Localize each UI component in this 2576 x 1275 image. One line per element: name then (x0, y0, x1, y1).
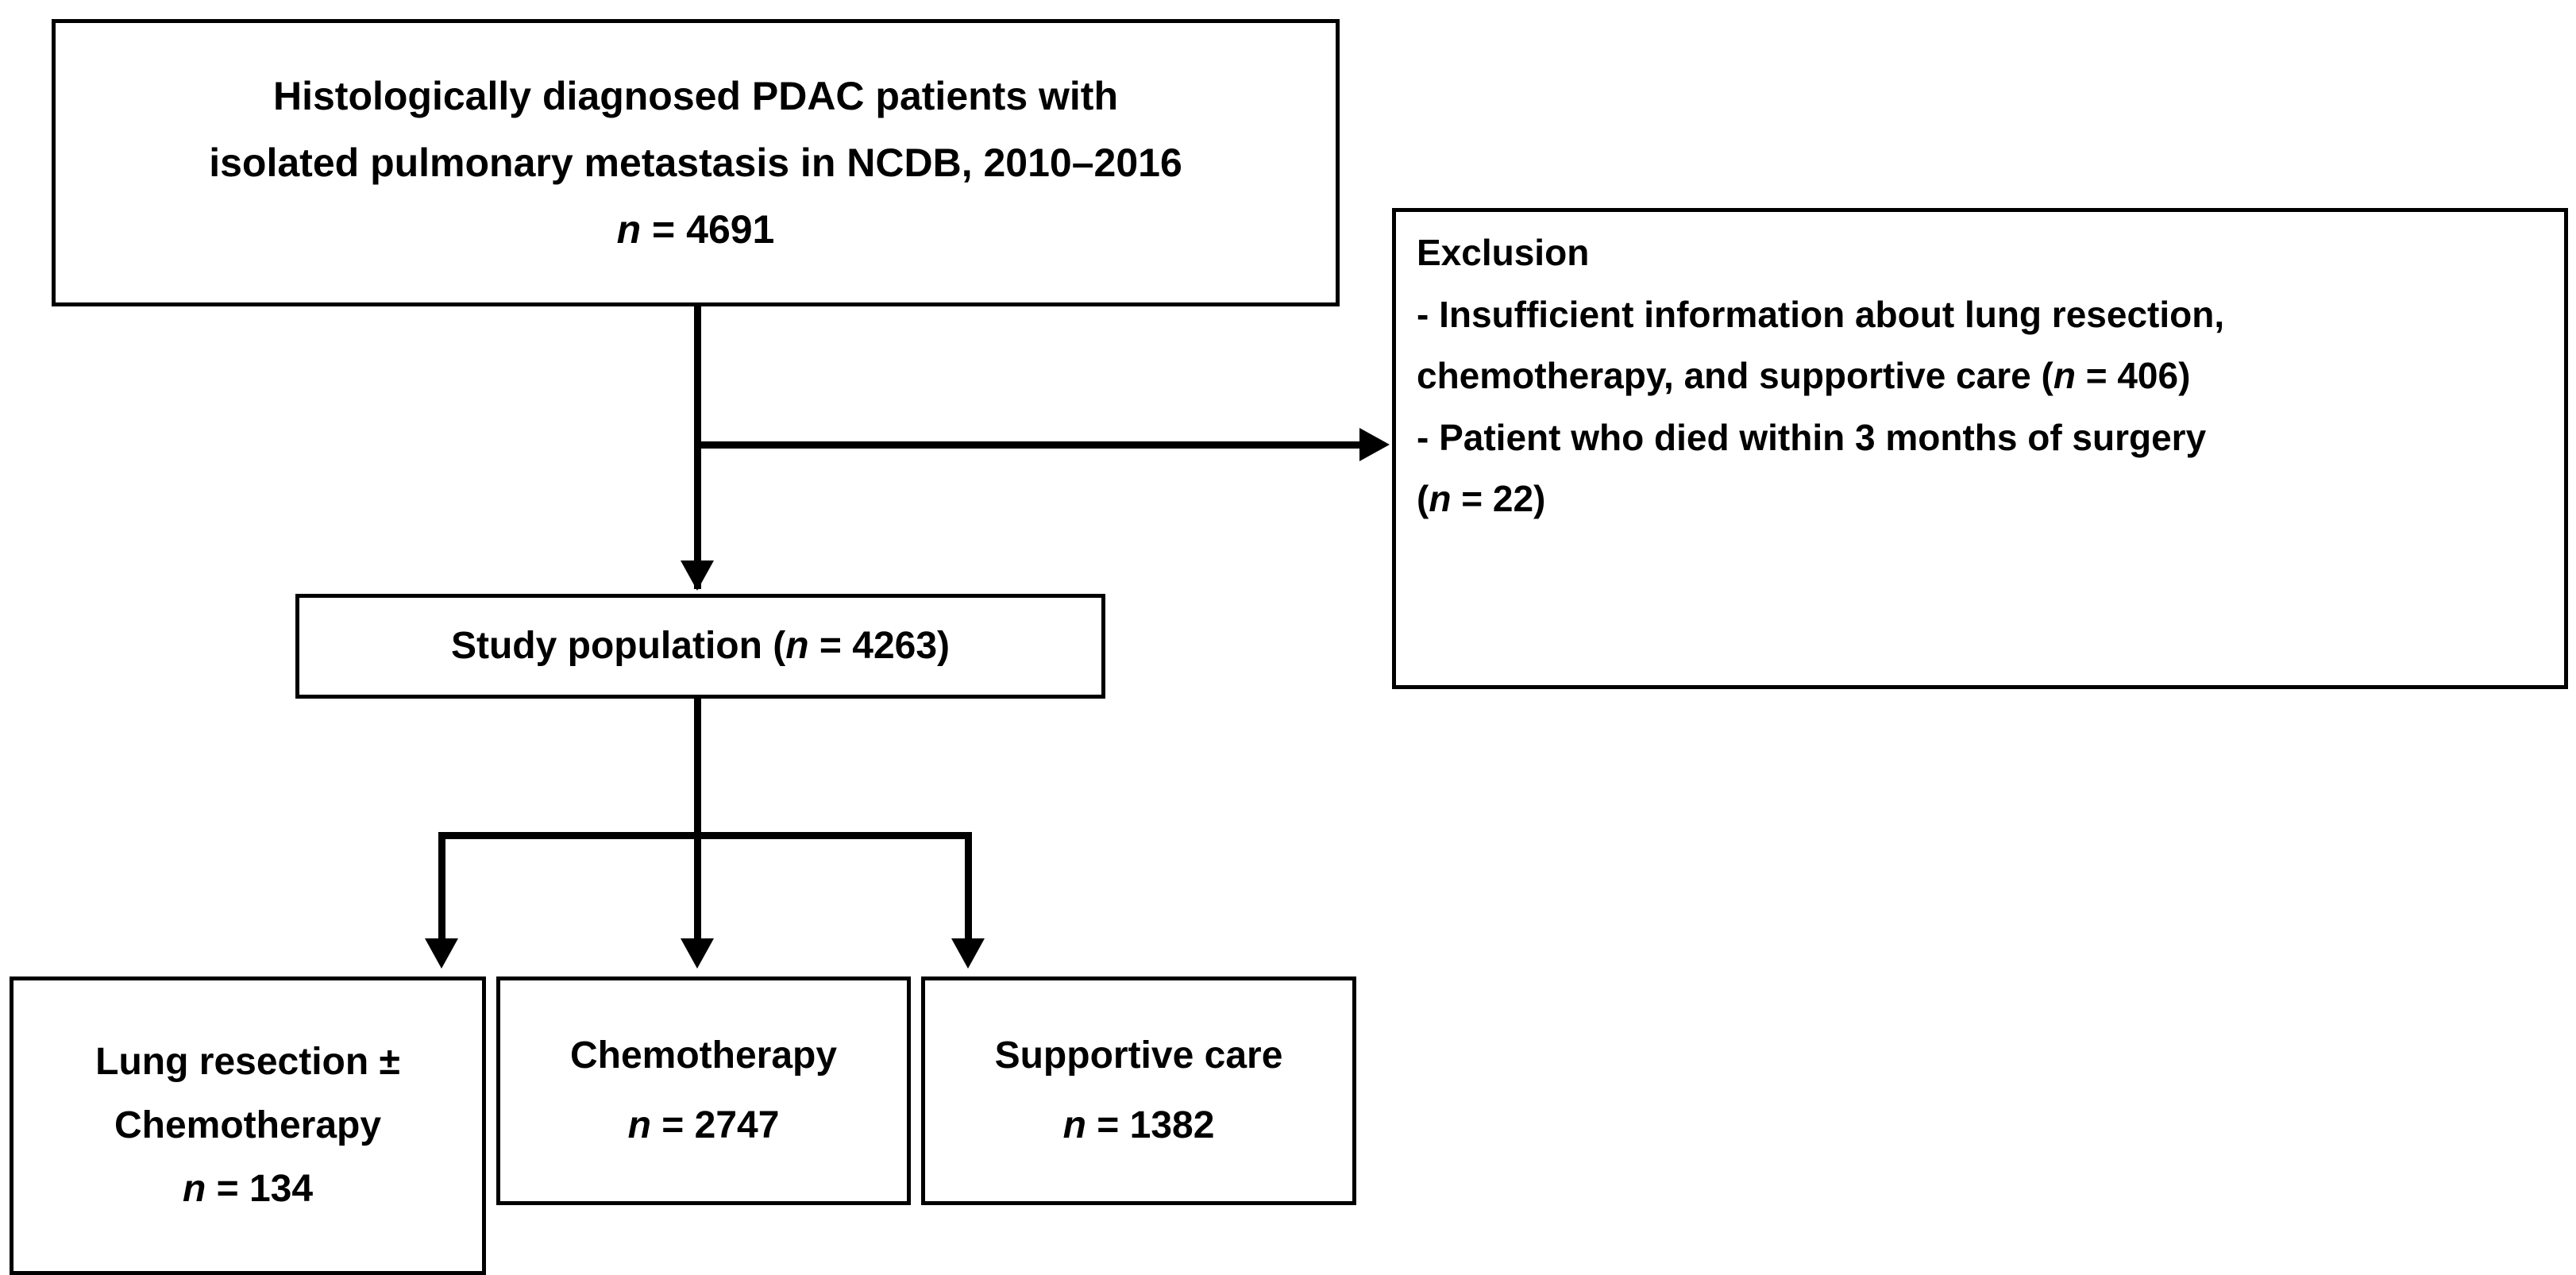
arrowhead-down-to-lung-resection (425, 938, 458, 969)
supportive-care-line-1: Supportive care (994, 1034, 1283, 1077)
study-population-text: Study population ( (450, 625, 786, 667)
lung-resection-box: Lung resection ± Chemotherapy n = 134 (10, 976, 486, 1275)
arrowhead-down-to-study (681, 560, 714, 591)
connector-to-lung-resection (438, 832, 445, 945)
chemotherapy-n-symbol: n (627, 1104, 651, 1146)
chemotherapy-box: Chemotherapy n = 2747 (496, 976, 911, 1205)
supportive-care-count: n = 1382 (925, 1107, 1352, 1145)
lung-resection-n-value: = 134 (206, 1168, 314, 1210)
connector-to-chemotherapy (694, 832, 701, 945)
exclusion-heading: Exclusion (1417, 232, 1590, 273)
cohort-line-2: isolated pulmonary metastasis in NCDB, 2… (209, 141, 1182, 185)
exclusion-item-2-line-1: - Patient who died within 3 months of su… (1417, 416, 2207, 458)
connector-to-supportive-care (965, 832, 972, 945)
exclusion-box: Exclusion - Insufficient information abo… (1392, 208, 2568, 689)
connector-study-to-arms (694, 699, 701, 838)
study-population-n-symbol: n (785, 625, 809, 667)
cohort-box: Histologically diagnosed PDAC patients w… (52, 19, 1340, 306)
exclusion-item-2-n-symbol: n (1429, 478, 1452, 520)
study-population-label: Study population (n = 4263) (299, 627, 1101, 665)
lung-resection-n-symbol: n (182, 1168, 206, 1210)
exclusion-item-1-n-symbol: n (2053, 355, 2076, 397)
supportive-care-box: Supportive care n = 1382 (921, 976, 1356, 1205)
lung-resection-count: n = 134 (13, 1170, 482, 1208)
cohort-n-symbol: n (616, 207, 642, 252)
arrowhead-down-to-supportive-care (951, 938, 985, 969)
cohort-n-value: = 4691 (641, 207, 775, 252)
chemotherapy-count: n = 2747 (500, 1107, 907, 1145)
exclusion-item-1-line-1: - Insufficient information about lung re… (1417, 293, 2225, 335)
study-population-box: Study population (n = 4263) (295, 594, 1105, 699)
exclusion-item-1-text: chemotherapy, and supportive care ( (1417, 355, 2053, 397)
connector-to-exclusion (697, 441, 1363, 449)
cohort-count: n = 4691 (75, 210, 1317, 249)
exclusion-item-2-text: ( (1417, 478, 1429, 520)
lung-resection-line-2: Chemotherapy (114, 1104, 382, 1146)
arrowhead-down-to-chemotherapy (681, 938, 714, 969)
arrowhead-right-to-exclusion (1359, 428, 1390, 461)
connector-distributor-bar (438, 832, 972, 839)
exclusion-item-1-line-2: chemotherapy, and supportive care (n = 4… (1417, 355, 2543, 397)
chemotherapy-line-1: Chemotherapy (569, 1034, 838, 1077)
exclusion-item-1-n-value: = 406) (2075, 355, 2191, 397)
study-population-n-value: = 4263) (808, 625, 951, 667)
exclusion-item-2-line-2: (n = 22) (1417, 478, 2543, 520)
exclusion-item-2-n-value: = 22) (1451, 478, 1546, 520)
cohort-line-1: Histologically diagnosed PDAC patients w… (272, 74, 1118, 118)
supportive-care-n-symbol: n (1062, 1104, 1086, 1146)
lung-resection-line-1: Lung resection ± (95, 1041, 400, 1083)
chemotherapy-n-value: = 2747 (650, 1104, 780, 1146)
supportive-care-n-value: = 1382 (1086, 1104, 1215, 1146)
